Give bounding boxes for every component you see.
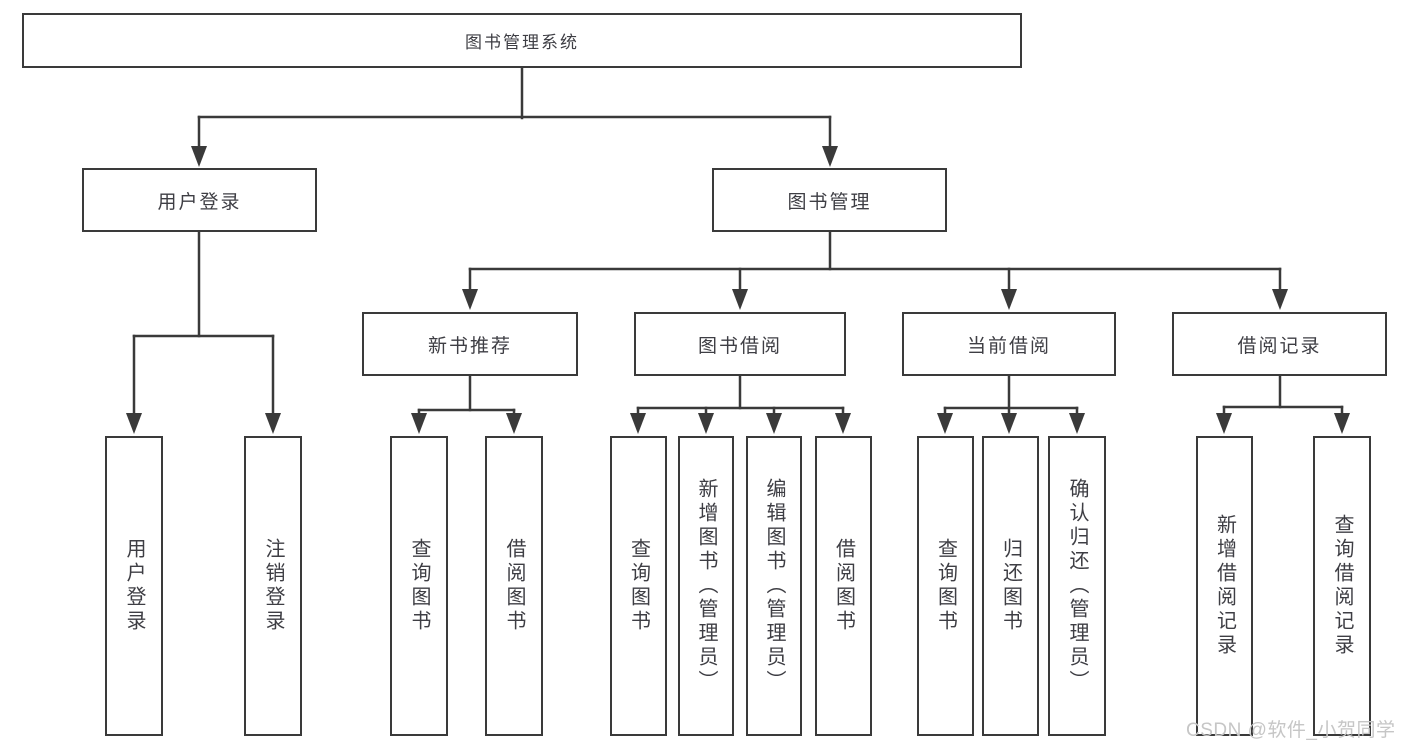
leaf-cb-confirm-return-admin: 确认归还（管理员） [1048, 436, 1106, 736]
leaf-bb-edit-books-admin: 编辑图书（管理员） [746, 436, 802, 736]
node-library-system-label: 图书管理系统 [465, 33, 579, 52]
node-borrowing-records-label: 借阅记录 [1237, 335, 1322, 357]
leaf-br-add-record: 新增借阅记录 [1196, 436, 1253, 736]
leaf-bb-query-books: 查询图书 [610, 436, 667, 736]
node-book-borrowing-label: 图书借阅 [697, 335, 782, 357]
node-user-login: 用户登录 [82, 168, 317, 232]
node-book-borrowing: 图书借阅 [634, 312, 846, 376]
node-book-management-label: 图书管理 [787, 191, 872, 213]
node-borrowing-records: 借阅记录 [1172, 312, 1387, 376]
node-user-login-label: 用户登录 [157, 191, 242, 213]
node-book-management: 图书管理 [712, 168, 947, 232]
leaf-bb-borrow-books: 借阅图书 [815, 436, 872, 736]
node-new-book-recommend-label: 新书推荐 [427, 335, 512, 357]
node-library-system: 图书管理系统 [22, 13, 1022, 68]
node-current-borrowing: 当前借阅 [902, 312, 1116, 376]
node-new-book-recommend: 新书推荐 [362, 312, 578, 376]
leaf-nb-query-books: 查询图书 [390, 436, 448, 736]
csdn-watermark: CSDN @软件_小贺同学 [1186, 720, 1396, 741]
leaf-cb-query-books: 查询图书 [917, 436, 974, 736]
leaf-logout: 注销登录 [244, 436, 302, 736]
leaf-user-login: 用户登录 [105, 436, 163, 736]
node-current-borrowing-label: 当前借阅 [966, 335, 1051, 357]
leaf-bb-add-books-admin: 新增图书（管理员） [678, 436, 734, 736]
leaf-nb-borrow-books: 借阅图书 [485, 436, 543, 736]
leaf-cb-return-books: 归还图书 [982, 436, 1039, 736]
leaf-br-query-record: 查询借阅记录 [1313, 436, 1371, 736]
